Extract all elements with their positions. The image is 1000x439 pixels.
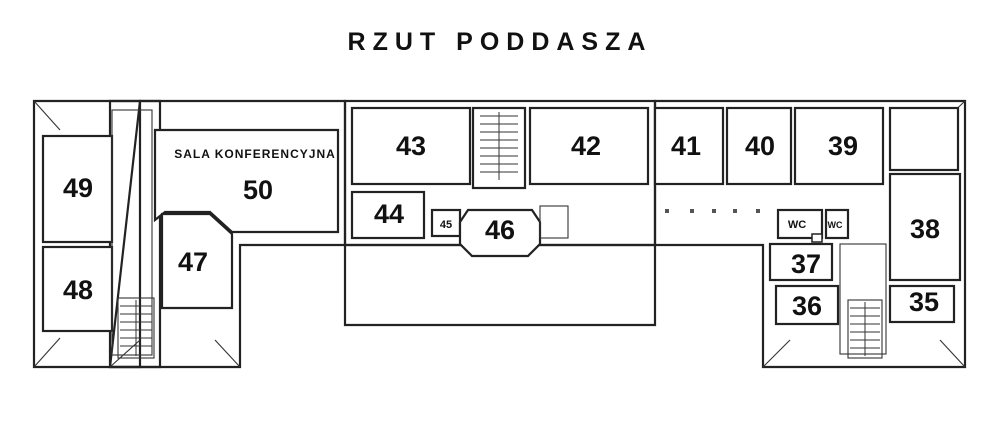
room-35[interactable] [888,284,956,324]
label-36: 36 [792,291,822,321]
label-37: 37 [791,249,821,279]
plan-title: RZUT PODDASZA [347,28,653,56]
room-46[interactable] [458,208,542,258]
label-wc-1: WC [788,219,806,231]
room-48[interactable] [41,245,114,333]
label-44: 44 [374,199,404,229]
stairs-right [847,299,883,359]
label-41: 41 [671,131,701,161]
label-35: 35 [909,287,939,317]
room-36[interactable] [774,284,840,326]
room-40[interactable] [725,106,793,186]
room-41[interactable] [653,106,725,186]
wc-room-2[interactable] [824,208,850,240]
room-37[interactable] [768,242,834,282]
label-conference: SALA KONFERENCYJNA [174,147,336,161]
label-wc-2: WC [828,220,843,230]
label-45: 45 [440,219,452,231]
room-39[interactable] [793,106,885,186]
label-43: 43 [396,131,426,161]
label-47: 47 [178,247,208,277]
stairs-left [117,297,155,359]
label-42: 42 [571,131,601,161]
label-46: 46 [485,215,515,245]
label-40: 40 [745,131,775,161]
room-labels: 49 48 SALA KONFERENCYJNA 50 47 43 42 44 … [63,131,940,321]
room-38[interactable] [888,172,962,282]
room-44[interactable] [350,190,426,240]
room-45[interactable] [430,208,462,238]
right-wing [120,99,967,369]
label-39: 39 [828,131,858,161]
room-top-right[interactable] [888,106,960,172]
label-49: 49 [63,173,93,203]
left-wing [32,99,347,369]
label-50: 50 [243,175,273,205]
label-48: 48 [63,275,93,305]
room-49[interactable] [41,134,114,244]
label-38: 38 [910,214,940,244]
central-block [343,99,657,327]
room-42[interactable] [528,106,650,186]
room-43[interactable] [350,106,472,186]
room-47[interactable] [160,212,234,310]
room-50[interactable] [153,128,340,234]
